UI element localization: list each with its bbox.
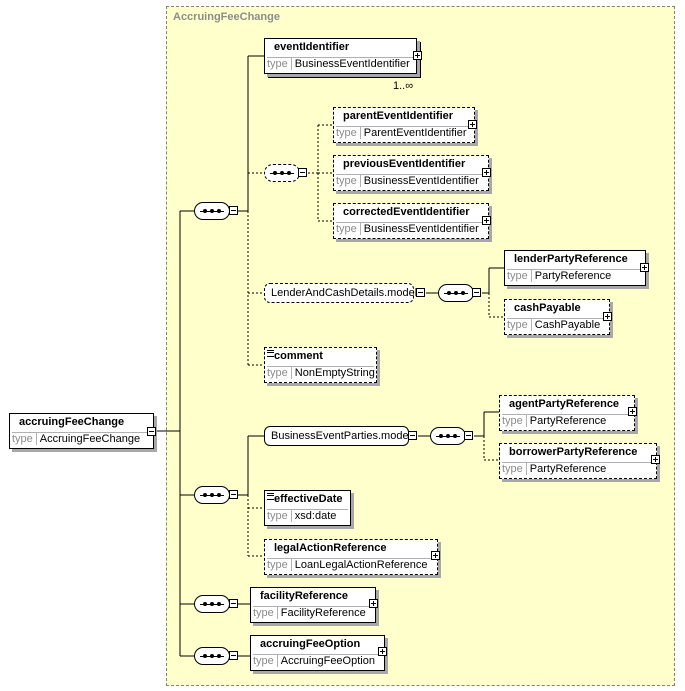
expand-icon[interactable]	[378, 647, 387, 656]
sequence-compositor	[194, 486, 230, 504]
sequence-compositor	[438, 284, 474, 302]
complex-type-title: AccruingFeeChange	[173, 11, 280, 23]
collapse-icon[interactable]	[464, 431, 473, 440]
type-label: type	[336, 175, 361, 187]
type-label: type	[502, 463, 527, 475]
type-value: PartyReference	[529, 415, 607, 427]
type-label: type	[267, 559, 292, 571]
type-label: type	[267, 58, 292, 70]
expand-icon[interactable]	[628, 407, 637, 416]
type-label: type	[267, 510, 292, 522]
type-value: FacilityReference	[280, 607, 366, 619]
expand-icon[interactable]	[431, 551, 440, 560]
type-value: NonEmptyString	[294, 367, 375, 379]
type-value: CashPayable	[534, 319, 601, 331]
type-value: BusinessEventIdentifier	[363, 175, 479, 187]
expand-icon[interactable]	[482, 168, 491, 177]
expand-icon[interactable]	[482, 216, 491, 225]
type-label: type	[253, 607, 278, 619]
group-ref-lender-and-cash[interactable]: LenderAndCashDetails.model	[264, 283, 417, 303]
type-value: ParentEventIdentifier	[363, 127, 467, 139]
type-value: LoanLegalActionReference	[294, 559, 428, 571]
type-label: type	[502, 415, 527, 427]
expand-icon[interactable]	[413, 51, 422, 60]
type-value: PartyReference	[534, 270, 612, 282]
collapse-icon[interactable]	[229, 206, 238, 215]
expand-icon[interactable]	[603, 312, 612, 321]
documentation-icon	[267, 350, 274, 357]
type-label: type	[507, 319, 532, 331]
collapse-icon[interactable]	[147, 427, 156, 436]
expand-icon[interactable]	[468, 120, 477, 129]
type-value: PartyReference	[529, 463, 607, 475]
optional-sequence-compositor	[264, 164, 300, 182]
sequence-compositor	[430, 427, 466, 445]
cardinality-label: 1..∞	[393, 80, 414, 92]
type-label: type	[336, 127, 361, 139]
documentation-icon	[267, 493, 274, 500]
type-label: type	[267, 367, 292, 379]
collapse-icon[interactable]	[472, 288, 481, 297]
group-ref-business-event-parties[interactable]: BusinessEventParties.model	[264, 426, 411, 446]
collapse-icon[interactable]	[408, 431, 417, 440]
collapse-icon[interactable]	[229, 599, 238, 608]
collapse-icon[interactable]	[229, 651, 238, 660]
type-label: type	[12, 433, 37, 445]
expand-icon[interactable]	[369, 599, 378, 608]
type-label: type	[336, 223, 361, 235]
type-value: AccruingFeeChange	[39, 433, 141, 445]
type-label: type	[507, 270, 532, 282]
expand-icon[interactable]	[640, 263, 649, 272]
type-label: type	[253, 655, 278, 667]
collapse-icon[interactable]	[416, 288, 425, 297]
type-value: AccruingFeeOption	[280, 655, 375, 667]
type-value: BusinessEventIdentifier	[294, 58, 410, 70]
type-value: xsd:date	[294, 510, 337, 522]
collapse-icon[interactable]	[298, 168, 307, 177]
sequence-compositor	[194, 595, 230, 613]
expand-icon[interactable]	[651, 455, 660, 464]
collapse-icon[interactable]	[229, 490, 238, 499]
type-value: BusinessEventIdentifier	[363, 223, 479, 235]
sequence-compositor	[194, 647, 230, 665]
sequence-compositor	[194, 202, 230, 220]
